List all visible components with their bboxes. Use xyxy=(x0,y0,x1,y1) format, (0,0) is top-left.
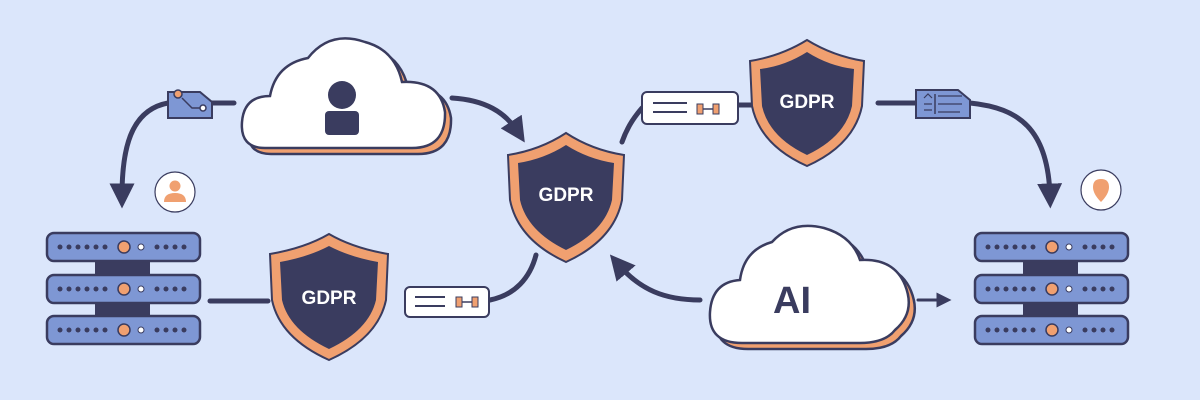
user-icon xyxy=(325,81,359,135)
code-chip-icon xyxy=(915,89,971,119)
shield-right: GDPR xyxy=(748,38,866,168)
server-unit xyxy=(973,314,1130,346)
server-unit xyxy=(45,231,202,263)
data-tag-icon xyxy=(455,296,479,308)
ai-cloud: AI xyxy=(708,224,916,351)
connector-bottom-tag-to-center-shield xyxy=(487,252,539,303)
user-badge xyxy=(154,171,196,213)
left-server-stack xyxy=(45,231,202,346)
shield-center-label: GDPR xyxy=(539,185,594,206)
data-tag-top xyxy=(641,91,739,125)
user-cloud xyxy=(240,37,453,156)
server-unit xyxy=(973,273,1130,305)
server-unit xyxy=(45,273,202,305)
server-unit xyxy=(973,231,1130,263)
ai-cloud-label: AI xyxy=(773,280,811,322)
location-pin-icon xyxy=(1093,179,1109,202)
arrow-user-cloud-to-center-shield xyxy=(449,95,525,143)
data-tag-bottom xyxy=(404,286,490,318)
shield-right-label: GDPR xyxy=(780,92,835,113)
connectors xyxy=(109,95,1063,308)
shield-left: GDPR xyxy=(268,232,390,362)
arrow-ai-cloud-to-center-shield xyxy=(609,254,703,303)
shield-center: GDPR xyxy=(506,131,626,264)
right-server-stack xyxy=(973,231,1130,346)
arrow-code-chip-to-right-server xyxy=(967,100,1063,209)
data-tag-icon xyxy=(696,103,720,115)
server-unit xyxy=(45,314,202,346)
data-chip-icon xyxy=(167,89,213,119)
shield-left-label: GDPR xyxy=(302,288,357,309)
arrow-chip-to-left-server xyxy=(109,100,171,209)
connector-center-shield-to-top-tag xyxy=(619,105,645,145)
user-icon xyxy=(164,180,186,202)
location-badge xyxy=(1080,169,1122,211)
